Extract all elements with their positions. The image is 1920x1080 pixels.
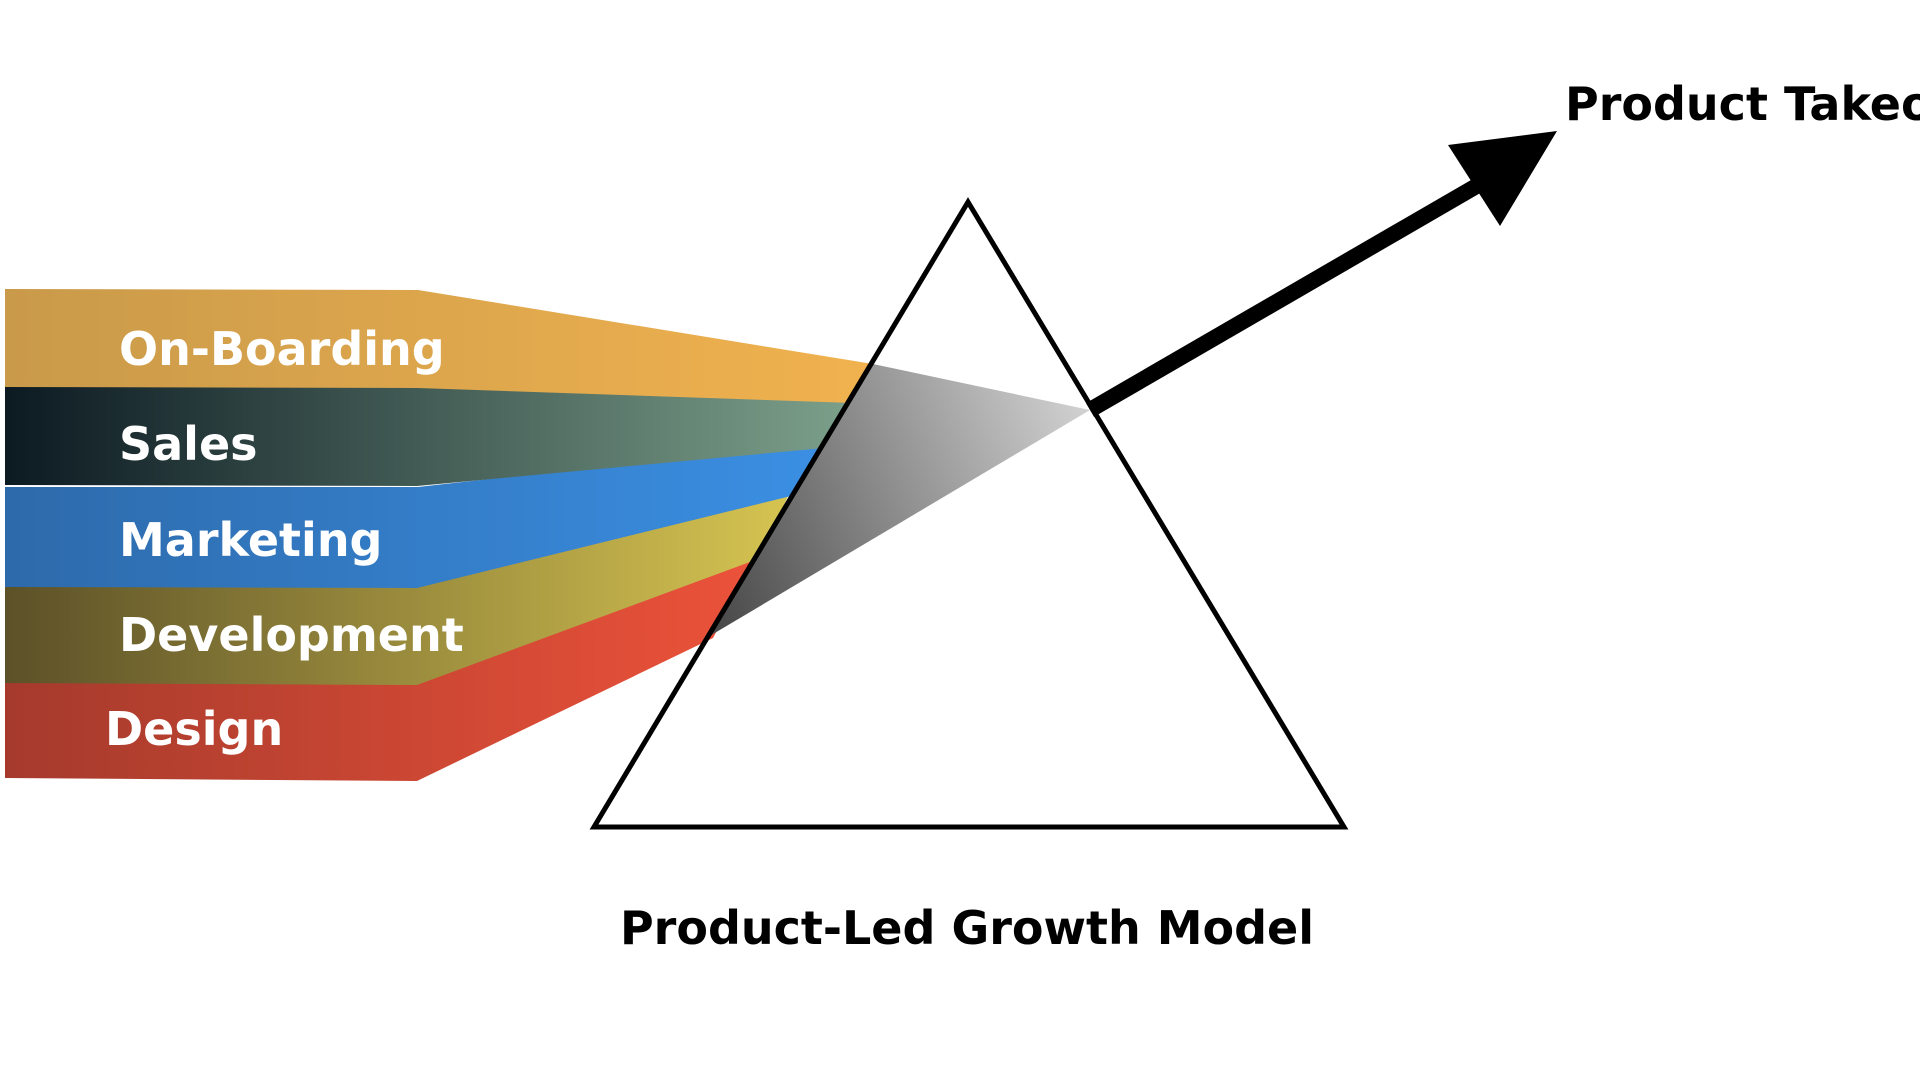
band-sales [5, 387, 853, 486]
prism-beam [708, 364, 1090, 637]
takeoff-arrow-head [1448, 131, 1557, 226]
band-design [5, 555, 758, 781]
band-label-sales: Sales [119, 417, 258, 471]
band-onboarding [5, 289, 873, 403]
band-label-development: Development [119, 608, 464, 662]
band-label-design: Design [105, 702, 283, 756]
band-label-marketing: Marketing [119, 513, 383, 567]
prism-triangle [589, 197, 1349, 830]
band-marketing [5, 441, 824, 588]
band-label-onboarding: On-Boarding [119, 322, 445, 376]
diagram-caption: Product-Led Growth Model [620, 901, 1314, 955]
output-label: Product Takeoff [1565, 77, 1920, 131]
takeoff-arrow-shaft [1085, 177, 1485, 417]
